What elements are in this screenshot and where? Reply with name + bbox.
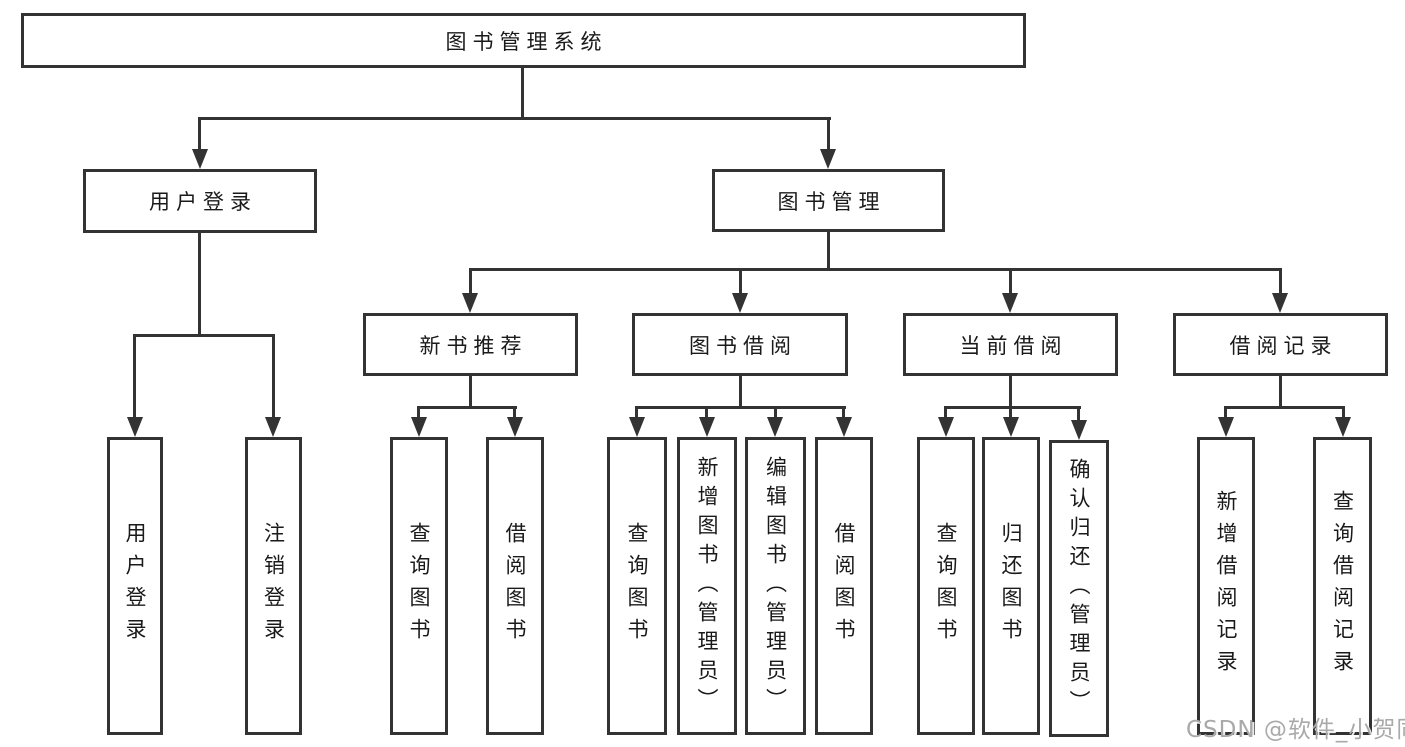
connector-vline — [1009, 376, 1012, 409]
leaf-query-books-current: 查询图书 — [917, 437, 975, 735]
connector-vline — [635, 406, 638, 419]
node-book-management: 图书管理 — [712, 169, 945, 232]
connector-vline — [1009, 268, 1012, 296]
connector-vline — [739, 268, 742, 296]
arrow-down-icon — [1335, 417, 1351, 437]
leaf-query-books-recommend: 查询图书 — [390, 437, 448, 735]
connector-vline — [842, 406, 845, 419]
arrow-down-icon — [820, 149, 836, 169]
arrow-down-icon — [507, 417, 523, 437]
arrow-down-icon — [127, 417, 143, 437]
arrow-down-icon — [411, 417, 427, 437]
connector-hline — [418, 406, 517, 409]
node-library-system: 图书管理系统 — [21, 13, 1026, 68]
connector-vline — [417, 406, 420, 419]
leaf-confirm-return-admin: 确认归还（管理员） — [1049, 440, 1109, 737]
connector-vline — [944, 406, 947, 419]
leaf-query-books-borrow: 查询图书 — [607, 437, 667, 735]
connector-vline — [272, 334, 275, 419]
leaf-logout: 注销登录 — [245, 437, 302, 735]
connector-vline — [469, 376, 472, 409]
connector-vline — [133, 334, 136, 419]
connector-vline — [469, 268, 472, 296]
node-current-borrow: 当前借阅 — [903, 313, 1118, 376]
connector-vline — [774, 406, 777, 419]
connector-vline — [521, 68, 524, 119]
leaf-user-login: 用户登录 — [107, 437, 163, 735]
connector-vline — [198, 117, 201, 151]
arrow-down-icon — [1003, 417, 1019, 437]
arrow-down-icon — [1218, 417, 1234, 437]
connector-vline — [1224, 406, 1227, 419]
connector-vline — [513, 406, 516, 419]
connector-vline — [827, 232, 830, 271]
arrow-down-icon — [629, 417, 645, 437]
connector-hline — [134, 334, 275, 337]
connector-vline — [1279, 376, 1282, 409]
arrow-down-icon — [732, 293, 748, 313]
connector-hline — [636, 406, 846, 409]
arrow-down-icon — [767, 417, 783, 437]
connector-vline — [1342, 406, 1345, 419]
node-borrow-records: 借阅记录 — [1173, 313, 1388, 376]
leaf-return-books: 归还图书 — [982, 437, 1040, 735]
leaf-edit-books-admin: 编辑图书（管理员） — [745, 437, 806, 735]
arrow-down-icon — [699, 417, 715, 437]
node-new-book-recommend: 新书推荐 — [363, 313, 578, 376]
arrow-down-icon — [1272, 293, 1288, 313]
leaf-borrow-books: 借阅图书 — [815, 437, 873, 735]
arrow-down-icon — [836, 417, 852, 437]
connector-vline — [1009, 406, 1012, 419]
leaf-borrow-books-recommend: 借阅图书 — [486, 437, 544, 735]
arrow-down-icon — [265, 417, 281, 437]
connector-vline — [705, 406, 708, 419]
arrow-down-icon — [938, 417, 954, 437]
connector-vline — [1279, 268, 1282, 296]
arrow-down-icon — [462, 293, 478, 313]
leaf-add-borrow-record: 新增借阅记录 — [1197, 437, 1255, 735]
connector-vline — [739, 376, 742, 409]
connector-vline — [1077, 406, 1080, 421]
arrow-down-icon — [192, 149, 208, 169]
connector-hline — [469, 268, 1282, 271]
leaf-query-borrow-record: 查询借阅记录 — [1313, 437, 1372, 735]
leaf-add-books-admin: 新增图书（管理员） — [677, 437, 737, 735]
arrow-down-icon — [1071, 420, 1087, 440]
node-book-borrow: 图书借阅 — [632, 313, 848, 376]
connector-vline — [198, 233, 201, 337]
connector-hline — [1225, 406, 1345, 409]
node-user-login: 用户登录 — [83, 169, 317, 233]
csdn-watermark: CSDN @软件_小贺同学 — [1186, 717, 1405, 743]
connector-hline — [198, 117, 831, 120]
connector-vline — [827, 117, 830, 151]
arrow-down-icon — [1002, 293, 1018, 313]
connector-hline — [945, 406, 1081, 409]
